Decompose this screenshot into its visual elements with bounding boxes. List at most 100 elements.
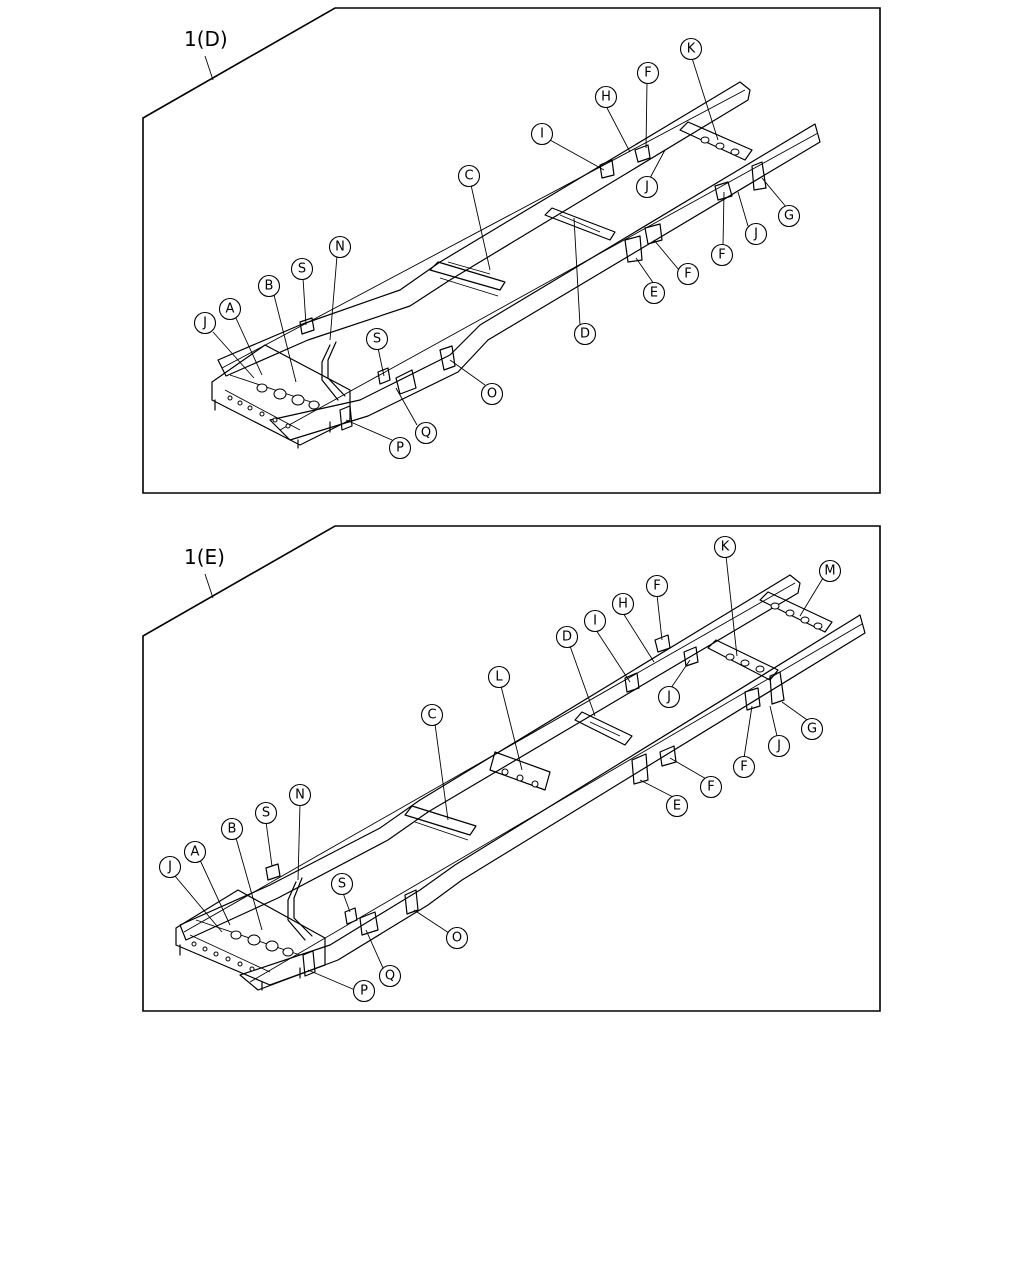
callout-f: F [710,243,734,267]
diagram-1d-leaders [212,57,788,441]
callout-p: P [352,979,376,1003]
diagram-1d-frame [142,7,881,494]
callout-j: J [193,311,217,335]
diagram-1e-leaders [174,555,824,991]
svg-text:P: P [360,984,368,999]
svg-text:E: E [650,286,658,301]
svg-text:G: G [807,722,817,737]
svg-text:C: C [464,169,473,184]
svg-text:J: J [776,739,781,754]
callout-i: I [583,609,607,633]
svg-text:B: B [228,822,237,837]
svg-text:J: J [753,227,758,242]
svg-text:P: P [396,441,404,456]
svg-text:I: I [540,127,544,142]
svg-text:K: K [687,42,696,57]
callout-j: J [635,175,659,199]
callout-j: J [158,855,182,879]
callout-a: A [218,297,242,321]
callout-q: Q [378,964,402,988]
callout-c: C [420,703,444,727]
callout-o: O [445,926,469,950]
svg-text:K: K [721,540,730,555]
callout-p: P [388,436,412,460]
svg-text:D: D [562,630,572,645]
svg-text:J: J [666,690,671,705]
diagram-1e-title: 1(E) [184,545,225,569]
svg-text:I: I [593,614,597,629]
diagram-1e-title-leader [204,573,214,599]
callout-h: H [594,85,618,109]
svg-text:H: H [601,90,611,105]
svg-text:O: O [452,931,462,946]
callout-l: L [487,665,511,689]
svg-text:S: S [338,877,346,892]
callout-e: E [642,281,666,305]
diagram-1e-chassis [175,574,866,991]
diagram-1e: 1(E) [142,525,881,1012]
svg-text:F: F [740,760,747,775]
svg-text:D: D [580,327,590,342]
svg-text:J: J [644,180,649,195]
svg-text:E: E [673,799,681,814]
callout-b: B [220,817,244,841]
callout-s: S [290,257,314,281]
svg-text:F: F [718,248,725,263]
callout-f: F [732,755,756,779]
svg-text:H: H [618,597,628,612]
callout-g: G [800,717,824,741]
callout-c: C [457,164,481,188]
callout-i: I [530,122,554,146]
callout-f: F [645,574,669,598]
callout-s: S [254,801,278,825]
callout-a: A [183,840,207,864]
callout-g: G [777,204,801,228]
callout-k: K [713,535,737,559]
svg-text:J: J [202,316,207,331]
callout-f: F [676,262,700,286]
callout-j: J [657,685,681,709]
callout-n: N [288,783,312,807]
diagram-1d-chassis [211,81,821,449]
callout-b: B [257,274,281,298]
callout-q: Q [414,421,438,445]
svg-text:F: F [644,66,651,81]
callout-f: F [636,61,660,85]
svg-text:L: L [495,670,503,685]
callout-j: J [767,734,791,758]
svg-text:N: N [335,240,345,255]
callout-j: J [744,222,768,246]
svg-text:N: N [295,788,305,803]
svg-text:Q: Q [385,969,395,984]
svg-text:O: O [487,387,497,402]
svg-text:F: F [707,780,714,795]
callout-f: F [699,775,723,799]
svg-text:Q: Q [421,426,431,441]
svg-text:A: A [226,302,235,317]
svg-text:A: A [191,845,200,860]
diagram-1d-title: 1(D) [184,27,228,51]
svg-text:F: F [653,579,660,594]
callout-e: E [665,794,689,818]
svg-text:C: C [427,708,436,723]
callout-h: H [611,592,635,616]
svg-text:F: F [684,267,691,282]
diagram-1d-title-leader [204,55,214,81]
callout-s: S [365,327,389,351]
callout-n: N [328,235,352,259]
callout-d: D [573,322,597,346]
svg-text:S: S [262,806,270,821]
svg-text:J: J [167,860,172,875]
callout-m: M [818,559,842,583]
callout-s: S [330,872,354,896]
svg-text:M: M [824,564,835,579]
svg-text:G: G [784,209,794,224]
diagram-1d: 1(D) [142,7,881,494]
callout-d: D [555,625,579,649]
callout-k: K [679,37,703,61]
svg-text:B: B [265,279,274,294]
svg-text:S: S [298,262,306,277]
callout-o: O [480,382,504,406]
svg-text:S: S [373,332,381,347]
